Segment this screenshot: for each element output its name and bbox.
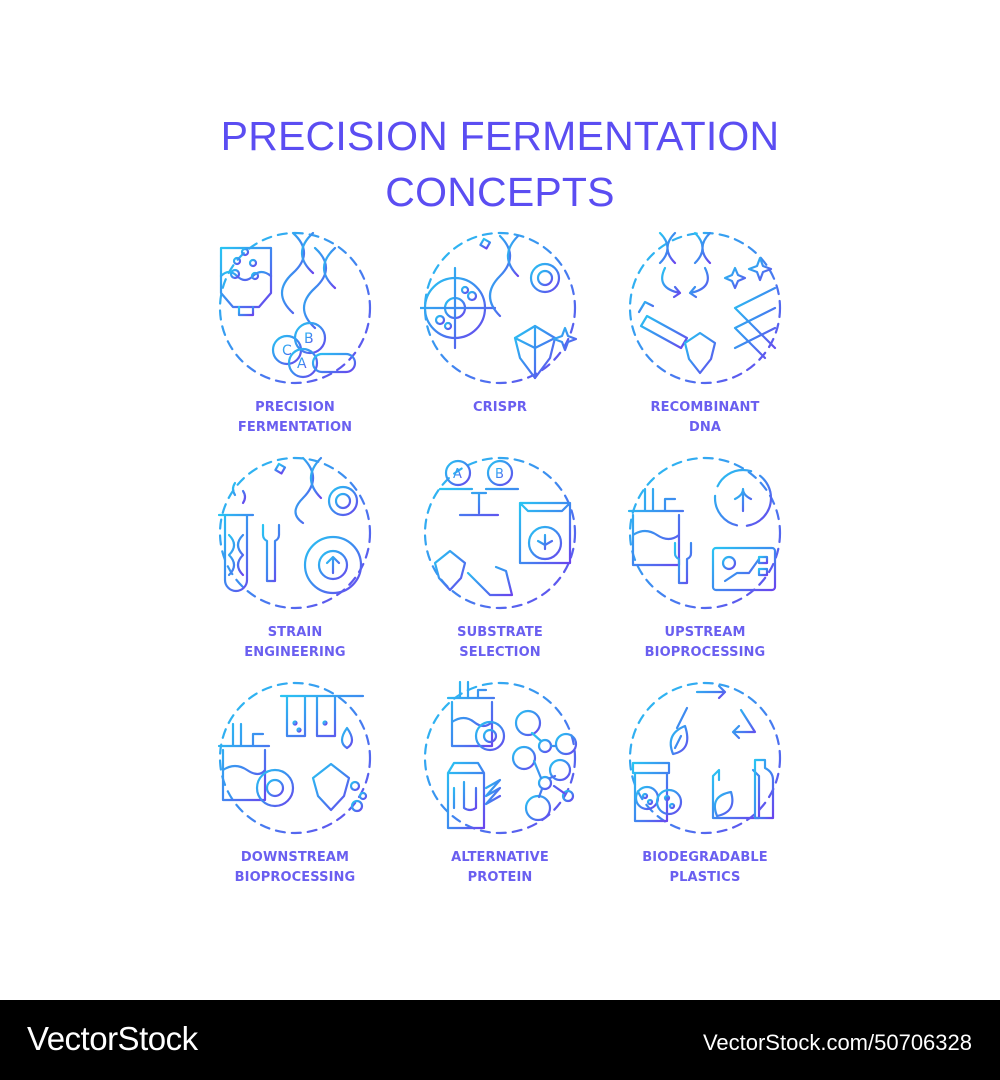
testtube-wrench-gear-icon — [217, 456, 372, 610]
concept-precision-fermentation: C B A PRECISION FERMENTATION — [195, 228, 395, 453]
tank-filter-hop-icon — [217, 681, 372, 835]
title-line-2: CONCEPTS — [385, 169, 615, 215]
stock-url: VectorStock.com/50706328 — [702, 1030, 972, 1055]
concept-recombinant-dna: RECOMBINANT DNA — [605, 228, 805, 453]
concept-label: CRISPR — [473, 400, 527, 415]
concept-label: RECOMBINANT DNA — [650, 400, 760, 435]
concept-substrate-selection: A B SUBSTRATE SELECTION — [400, 453, 600, 678]
concept-label: PRECISION FERMENTATION — [237, 400, 353, 435]
tank-cycle-dashboard-icon — [627, 456, 782, 610]
concept-upstream-bioprocessing: UPSTREAM BIOPROCESSING — [605, 453, 805, 678]
concept-label: STRAIN ENGINEERING — [244, 625, 346, 660]
svg-text:A: A — [297, 356, 307, 372]
watermark-footer: VectorStock VectorStock.com/50706328 — [0, 1000, 1000, 1080]
dna-swap-hop-protein-icon — [628, 231, 782, 385]
concept-label: DOWNSTREAM BIOPROCESSING — [234, 850, 356, 885]
scale-hop-bag-icon: A B — [423, 456, 577, 610]
title-line-1: PRECISION FERMENTATION — [220, 113, 780, 159]
bioreactor-dna-vitamins-icon: C B A — [218, 231, 372, 385]
target-dna-gear-hop-icon — [420, 231, 578, 385]
concept-label: UPSTREAM BIOPROCESSING — [644, 625, 766, 660]
svg-text:C: C — [282, 343, 292, 359]
concept-label: BIODEGRADABLE PLASTICS — [642, 850, 768, 885]
concept-biodegradable-plastics: BIODEGRADABLE PLASTICS — [605, 678, 805, 903]
concept-strain-engineering: STRAIN ENGINEERING — [195, 453, 395, 678]
concept-label: SUBSTRATE SELECTION — [457, 625, 543, 660]
svg-text:B: B — [495, 467, 504, 482]
recycle-jar-bottle-icon — [628, 681, 782, 835]
brand-logo: VectorStock — [27, 1020, 198, 1057]
svg-text:B: B — [304, 331, 314, 347]
concept-crispr: CRISPR — [400, 228, 600, 453]
svg-text:A: A — [453, 467, 462, 482]
concept-downstream-bioprocessing: DOWNSTREAM BIOPROCESSING — [195, 678, 395, 903]
concept-label: ALTERNATIVE PROTEIN — [451, 850, 549, 885]
tank-milk-molecule-icon — [423, 680, 578, 835]
page-title: PRECISION FERMENTATION CONCEPTS — [0, 108, 1000, 220]
concept-alternative-protein: ALTERNATIVE PROTEIN — [400, 678, 600, 903]
